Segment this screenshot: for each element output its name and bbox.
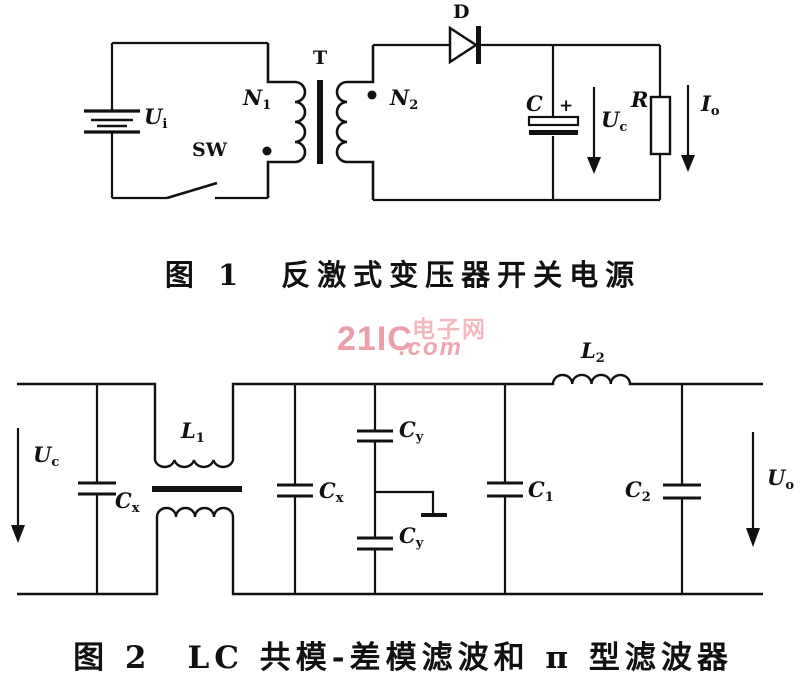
label-plus: + [559, 96, 574, 116]
primary-winding [266, 43, 307, 198]
watermark-brand: 21IC [337, 320, 413, 358]
figure2-caption: 图 2 LC 共模-差模滤波和 π 型滤波器 [73, 640, 733, 676]
figure1-caption: 图 1 反激式变压器开关电源 [164, 258, 642, 292]
resistor-r-symbol [649, 45, 672, 200]
label-sw: SW [192, 139, 228, 161]
choke-core [152, 486, 242, 492]
switch-symbol [112, 181, 268, 200]
capacitor-cx1-symbol [78, 384, 116, 594]
label-io: Io [701, 91, 720, 119]
top-rail [17, 373, 763, 469]
label-cy1: Cy [399, 417, 424, 445]
bottom-rail [17, 506, 763, 596]
label-c: C [526, 91, 543, 116]
figure1-circuit [84, 25, 695, 202]
label-cx1: Cx [115, 488, 140, 516]
label-cy2: Cy [399, 523, 424, 551]
label-cx2: Cx [319, 478, 344, 506]
label-r: R [631, 87, 649, 112]
label-d: D [453, 1, 470, 23]
watermark-site-name: 电子网 [412, 316, 487, 342]
io-arrow [681, 85, 695, 172]
polarity-dot-n2 [367, 90, 377, 100]
capacitor-cy-branch [357, 384, 447, 594]
label-l2: L2 [581, 338, 605, 366]
label-uo: Uo [767, 465, 794, 493]
label-l1: L1 [181, 418, 205, 446]
label-uc-fig1: Uc [601, 107, 628, 135]
label-c2: C2 [625, 477, 651, 505]
capacitor-c-symbol [527, 45, 580, 200]
uc-input-arrow [11, 428, 25, 543]
battery-symbol [84, 109, 140, 134]
transformer-core [317, 80, 323, 164]
diode-symbol [448, 25, 481, 65]
watermark-domain-suffix: .com [399, 334, 464, 361]
label-t: T [313, 47, 328, 69]
uo-output-arrow [746, 432, 760, 547]
uc-arrow [587, 87, 601, 174]
label-c1: C1 [528, 477, 554, 505]
capacitor-c1-symbol [487, 384, 523, 594]
polarity-dot-n1 [262, 146, 272, 156]
capacitor-cx2-symbol [277, 384, 313, 594]
capacitor-c2-symbol [663, 384, 701, 594]
label-uc-fig2: Uc [33, 442, 60, 470]
label-ui: Ui [144, 104, 168, 132]
figure2-circuit [11, 373, 763, 596]
secondary-winding [335, 45, 375, 200]
label-n2: N2 [390, 85, 419, 113]
wire [373, 43, 660, 202]
label-n1: N1 [243, 85, 272, 113]
